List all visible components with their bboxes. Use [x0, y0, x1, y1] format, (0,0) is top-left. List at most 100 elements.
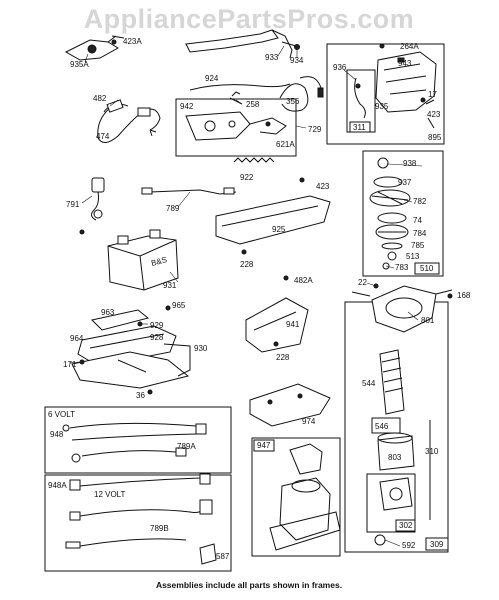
- callout-258: 258: [246, 100, 260, 109]
- callout-941: 941: [286, 320, 300, 329]
- part-935a-switch: [64, 35, 125, 61]
- frame-510: [362, 150, 444, 277]
- callout-929: 929: [150, 321, 164, 330]
- callout-423-mid: 423: [316, 182, 330, 191]
- callout-930: 930: [194, 344, 208, 353]
- watermark-text: AppliancePartsPros.com: [84, 4, 415, 34]
- part-933-throttle-lever: [185, 29, 300, 59]
- callout-789: 789: [166, 204, 180, 213]
- part-931-battery: B&S: [107, 229, 179, 291]
- part-924-control-wire: [189, 83, 291, 91]
- callout-922: 922: [240, 173, 254, 182]
- callout-801: 801: [421, 316, 435, 325]
- frame-label-895: 895: [428, 133, 442, 142]
- callout-785: 785: [411, 241, 425, 250]
- callout-544: 544: [362, 379, 376, 388]
- frame-label-947: 947: [257, 441, 271, 450]
- part-947-solenoid: [269, 443, 341, 551]
- callout-789a: 789A: [177, 442, 196, 451]
- part-258-screw: [229, 91, 243, 105]
- callout-974: 974: [302, 417, 316, 426]
- frame-12-volt-harness: [44, 474, 232, 572]
- callout-356: 356: [286, 97, 300, 106]
- harness-label-12-volt: 12 VOLT: [94, 490, 126, 499]
- frame-942: [175, 98, 297, 157]
- callout-937: 937: [398, 178, 412, 187]
- callout-931: 931: [163, 281, 177, 290]
- part-948-6v-harness: [62, 422, 207, 463]
- callout-791: 791: [66, 200, 80, 209]
- leader-lines: [68, 45, 423, 547]
- callout-938: 938: [403, 159, 417, 168]
- callout-948: 948: [50, 430, 64, 439]
- callout-943: 943: [398, 59, 412, 68]
- frame-6-volt-harness: [44, 406, 232, 474]
- part-356-cable: [279, 76, 324, 112]
- frame-label-309: 309: [430, 540, 444, 549]
- callout-587: 587: [216, 552, 230, 561]
- callout-310: 310: [425, 447, 439, 456]
- callout-168: 168: [457, 291, 471, 300]
- frame-302: [366, 473, 416, 533]
- callout-934: 934: [290, 56, 304, 65]
- callout-933: 933: [265, 53, 279, 62]
- callout-963: 963: [101, 308, 115, 317]
- callout-17: 17: [428, 90, 437, 99]
- callout-228-b: 228: [276, 353, 290, 362]
- callout-935a: 935A: [70, 60, 89, 69]
- callout-964: 964: [70, 334, 84, 343]
- callout-labels: 423A 935A 933 934 264A 936 943 935 423 1…: [48, 37, 471, 561]
- callout-228-a: 228: [240, 260, 254, 269]
- part-17-pin: [425, 99, 435, 129]
- frame-947: [251, 437, 341, 557]
- part-309-starter-motor: [351, 285, 453, 546]
- callout-423-top: 423: [427, 110, 441, 119]
- frame-label-546: 546: [375, 422, 389, 431]
- callout-482a: 482A: [294, 276, 313, 285]
- callout-948a: 948A: [48, 481, 67, 490]
- callout-936: 936: [333, 63, 347, 72]
- frame-label-311: 311: [353, 123, 366, 132]
- frame-label-510: 510: [420, 264, 434, 273]
- callout-924: 924: [205, 74, 219, 83]
- callout-22: 22: [358, 278, 367, 287]
- part-930-rod: [163, 343, 191, 377]
- frame-label-302: 302: [399, 521, 413, 530]
- callout-423a: 423A: [123, 37, 142, 46]
- callout-482: 482: [93, 94, 107, 103]
- callout-789b: 789B: [150, 524, 169, 533]
- callout-74: 74: [413, 216, 422, 225]
- frame-tags: 895 942 311 510 546 947 309 302: [180, 102, 449, 551]
- callout-965: 965: [172, 301, 186, 310]
- callout-36: 36: [136, 391, 145, 400]
- callout-784: 784: [413, 229, 427, 238]
- svg-text:B&S: B&S: [150, 255, 168, 268]
- part-791-connector: [90, 177, 105, 221]
- callout-928: 928: [150, 333, 164, 342]
- part-925-bracket: [215, 195, 331, 245]
- part-948a-12v-harness: [65, 473, 217, 565]
- harness-label-6-volt: 6 VOLT: [48, 410, 75, 419]
- part-964-battery-tray: [71, 309, 190, 389]
- part-474-harness: [97, 99, 161, 143]
- frame-label-942: 942: [180, 102, 194, 111]
- footer-note: Assemblies include all parts shown in fr…: [156, 580, 342, 590]
- part-943-housing: [354, 51, 437, 119]
- callout-264a: 264A: [400, 42, 419, 51]
- callout-729: 729: [308, 125, 322, 134]
- part-510-clutch-stack: [369, 157, 411, 270]
- callout-592: 592: [402, 541, 416, 550]
- callout-171: 171: [63, 360, 77, 369]
- callout-621a: 621A: [276, 140, 295, 149]
- callout-925: 925: [272, 225, 286, 234]
- callout-474: 474: [96, 132, 110, 141]
- callout-513: 513: [406, 252, 420, 261]
- frame-546: [371, 417, 401, 434]
- frame-309: [344, 301, 449, 553]
- frame-895: [326, 43, 445, 145]
- callout-783: 783: [395, 263, 409, 272]
- part-974-mounting-plate: [249, 383, 331, 427]
- part-942-control-plate: [185, 111, 287, 141]
- callout-935: 935: [375, 102, 389, 111]
